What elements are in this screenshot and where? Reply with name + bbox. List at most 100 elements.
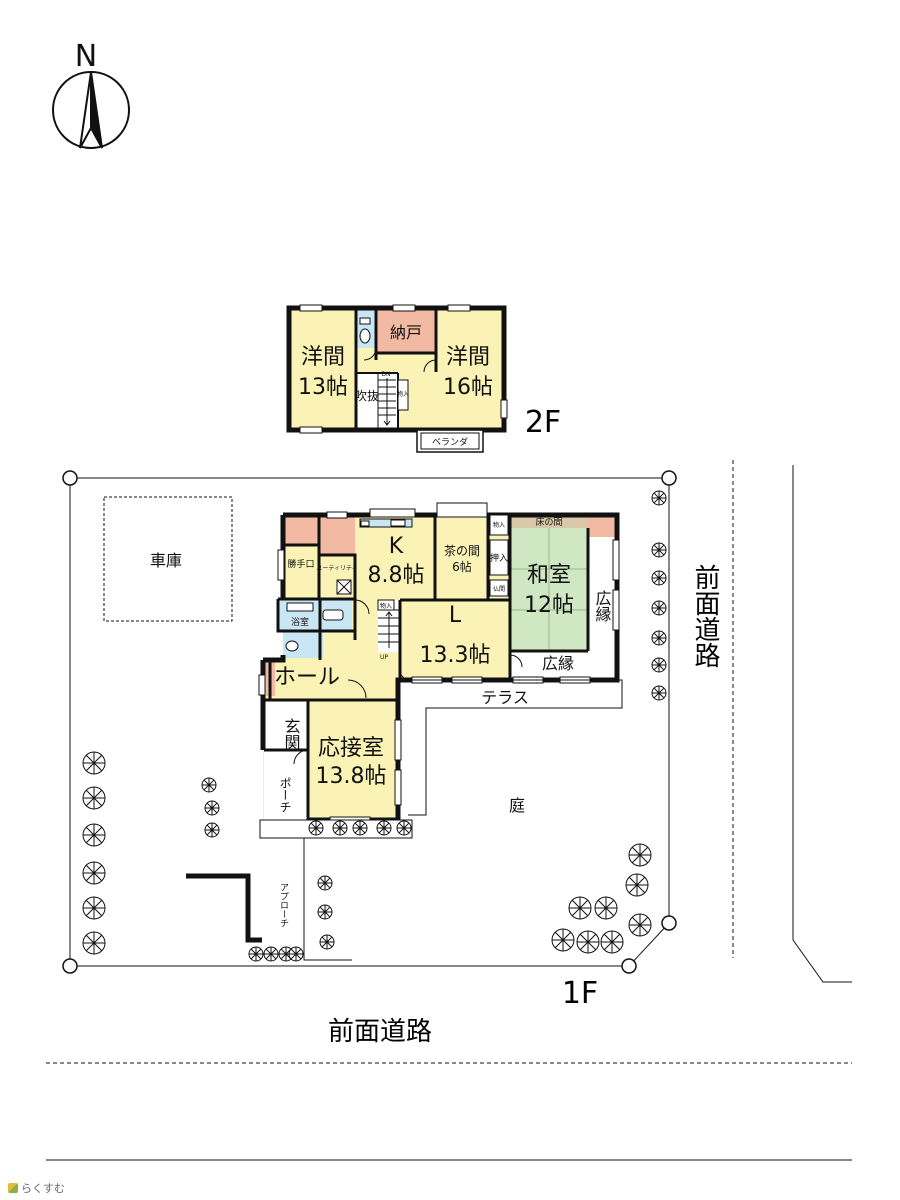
tree-large-icon — [594, 896, 618, 920]
site-marker-bl — [62, 958, 78, 974]
reception-size: 13.8帖 — [316, 764, 387, 789]
tree-small-icon — [651, 490, 667, 506]
tree-small-icon — [317, 904, 333, 920]
upper-door-swing-2 — [423, 359, 437, 373]
tree-small-icon — [263, 946, 279, 962]
front-road-right-label: 前面道路 — [690, 564, 720, 668]
kitchen-size: 8.8帖 — [368, 563, 425, 588]
upper-toilet-tank-icon — [359, 317, 371, 325]
tree-large-icon — [568, 896, 592, 920]
tree-large-icon — [628, 913, 652, 937]
garage-outline — [103, 496, 233, 622]
upper-floor-plan: ベランダ 物入 DN 洋間 13帖 洋間 16帖 納戸 吹抜 2F — [286, 304, 561, 453]
kitchen-storage-fill — [319, 515, 355, 555]
site-marker-tr — [661, 470, 677, 486]
tree-small-icon — [201, 777, 217, 793]
tree-small-icon — [317, 875, 333, 891]
approach-edge — [303, 838, 352, 961]
tree-small-icon — [376, 820, 392, 836]
reception-name: 応接室 — [318, 736, 384, 761]
butsuma-box — [489, 579, 509, 597]
tree-small-icon — [651, 542, 667, 558]
tree-large-icon — [82, 931, 106, 955]
tree-small-icon — [248, 946, 264, 962]
door-swings — [293, 579, 523, 765]
tree-small-icon — [651, 600, 667, 616]
tree-small-icon — [396, 820, 412, 836]
garage-label: 車庫 — [150, 551, 182, 570]
living-name: L — [449, 603, 462, 628]
tree-small-icon — [651, 570, 667, 586]
upper-void-label: 吹抜 — [355, 389, 379, 403]
bath-label: 浴室 — [291, 616, 309, 628]
tokonoma-fill — [510, 515, 588, 528]
tokonoma-label: 床の間 — [535, 516, 562, 528]
small-closet — [489, 514, 509, 536]
tree-small-icon — [319, 934, 335, 950]
balcony-rail — [420, 432, 480, 450]
utility-label: ユーティリティ — [316, 565, 357, 572]
oshiire-label: 押入 — [490, 552, 508, 564]
stair-closet — [377, 599, 395, 611]
tree-large-icon — [625, 873, 649, 897]
tree-large-icon — [576, 930, 600, 954]
tree-large-icon — [82, 751, 106, 775]
kitchen-counter — [359, 518, 413, 528]
entrance-fill — [264, 700, 308, 750]
tree-large-icon — [82, 823, 106, 847]
compass-needle-dark — [90, 71, 103, 149]
site-marker-br — [621, 958, 637, 974]
tree-small-icon — [308, 820, 324, 836]
back-door-label: 勝手口 — [287, 558, 314, 570]
tree-small-icon — [288, 946, 304, 962]
site-marker-tl — [62, 470, 78, 486]
site-marker-r — [661, 915, 677, 931]
japanese-corner-fill — [588, 515, 616, 537]
upper-western-room-right-name: 洋間 — [446, 345, 490, 370]
kitchen-corner-fill — [283, 515, 319, 545]
garden-label: 庭 — [509, 796, 525, 815]
toilet-icon — [285, 640, 299, 652]
upper-western-room-right-size: 16帖 — [443, 375, 493, 400]
butsuma-label: 仏間 — [493, 586, 505, 593]
tree-small-icon — [651, 630, 667, 646]
porch-label: ポーチ — [278, 777, 292, 813]
stove-icon — [360, 520, 370, 527]
tree-large-icon — [551, 928, 575, 952]
tea-room-size: 6帖 — [452, 559, 472, 574]
brand-logo: らくすむ — [8, 1180, 65, 1196]
japanese-room-name: 和室 — [527, 563, 571, 588]
japanese-room-size: 12帖 — [524, 593, 574, 618]
oshiire-closet — [489, 539, 509, 576]
upper-outer-wall — [286, 305, 507, 433]
upper-closet — [397, 379, 409, 411]
tree-large-icon — [600, 930, 624, 954]
porch-fill — [264, 750, 308, 820]
upper-western-room-left-name: 洋間 — [301, 345, 345, 370]
tree-large-icon — [82, 896, 106, 920]
tree-large-icon — [82, 786, 106, 810]
hall-label: ホール — [274, 665, 340, 690]
entrance-label: 玄関 — [282, 718, 301, 751]
upper-stairs — [377, 373, 396, 430]
upper-western-room-left-size: 13帖 — [298, 375, 348, 400]
living-size: 13.3帖 — [420, 643, 491, 668]
tree-large-icon — [82, 861, 106, 885]
upper-windows — [299, 304, 508, 434]
floor-label-2f: 2F — [525, 405, 561, 440]
site-boundary — [62, 470, 677, 974]
compass-needle-light — [79, 71, 92, 149]
brand-label: らくすむ — [21, 1182, 65, 1195]
front-road-bottom-label: 前面道路 — [328, 1017, 432, 1047]
wide-veranda-bottom-label: 広縁 — [542, 654, 574, 673]
tree-small-icon — [352, 820, 368, 836]
tree-large-icon — [628, 843, 652, 867]
storage-room-fill — [376, 308, 436, 353]
upper-dn-label: DN — [381, 371, 390, 378]
tree-small-icon — [651, 657, 667, 673]
terrace-label: テラス — [481, 688, 529, 707]
tree-small-icon — [204, 800, 220, 816]
brand-icon — [8, 1183, 18, 1193]
balcony-label: ベランダ — [432, 436, 468, 448]
